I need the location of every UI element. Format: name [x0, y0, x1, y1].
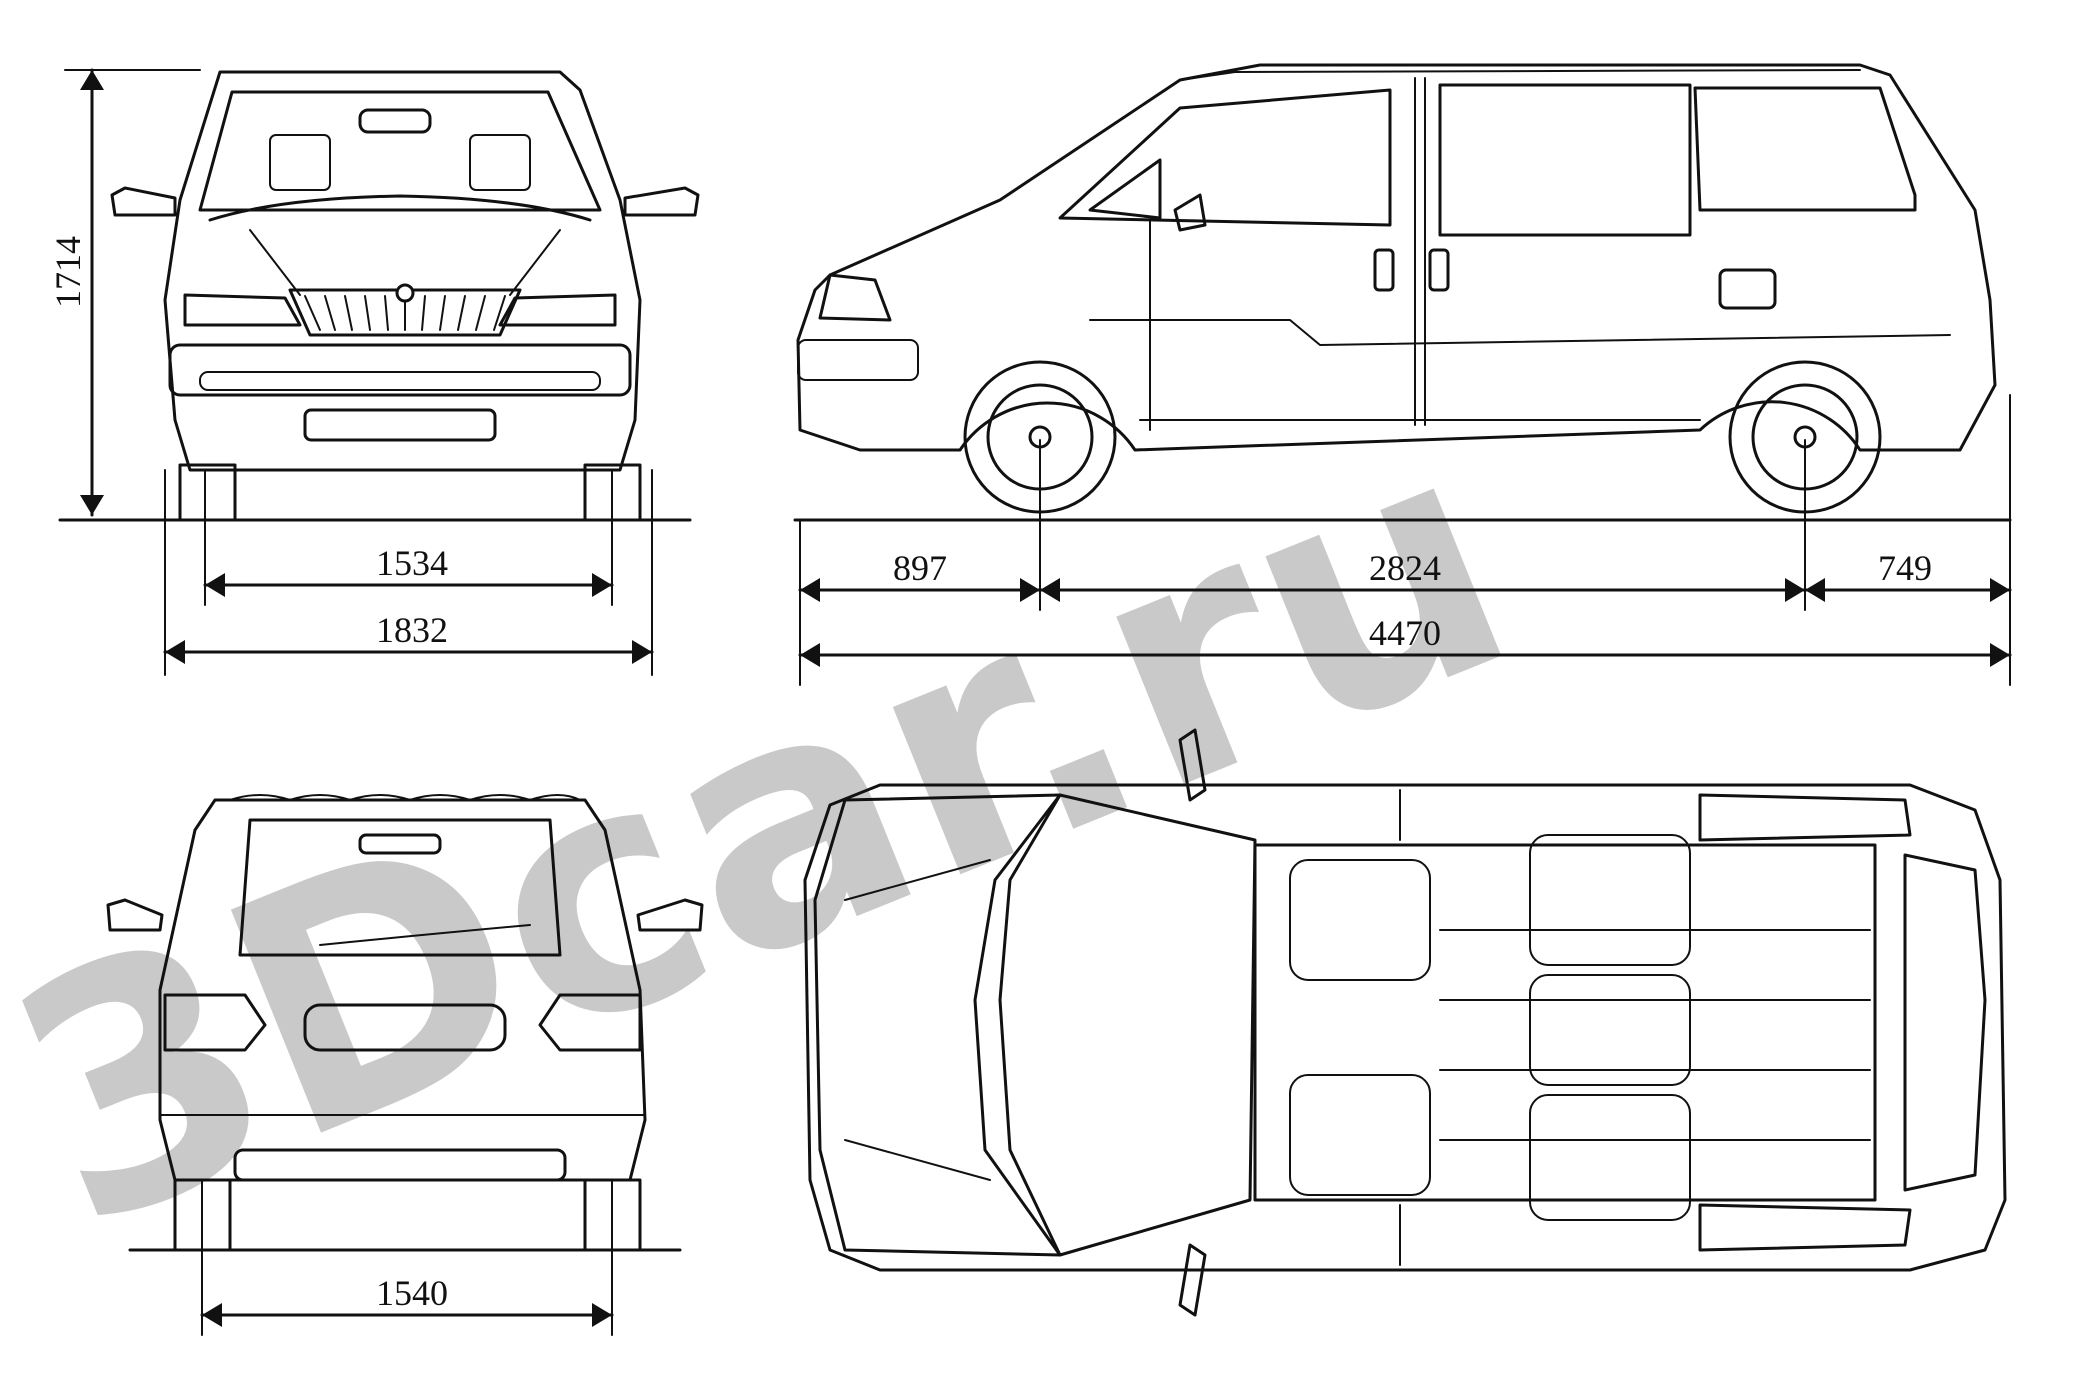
length-arrow-left — [800, 643, 820, 667]
wheelbase-arrow-right — [1785, 578, 1805, 602]
hood-crease-right — [509, 229, 561, 296]
overall-width-label: 1832 — [376, 610, 448, 650]
width-arrow-left — [165, 640, 185, 664]
front-tyre-left — [178, 463, 237, 522]
front-track-arrow-right — [592, 573, 612, 597]
bumper-strip — [199, 371, 601, 391]
rear-wiper-mount — [358, 833, 442, 855]
front-bumper — [168, 343, 632, 397]
side-view: 897 2824 749 4470 — [793, 63, 2012, 686]
rear-plate-recess — [303, 1003, 507, 1052]
rear-track-arrow-left — [202, 1303, 222, 1327]
tail-light-right — [538, 993, 642, 1052]
height-arrow-bottom — [80, 495, 104, 515]
rear-side-mirror-right — [636, 898, 704, 932]
rear-track-label: 1540 — [376, 1273, 448, 1313]
hood-crease-bottom — [844, 1139, 991, 1181]
sunroof-rear-bottom — [1698, 1203, 1912, 1252]
overhang-rear-arrow-right — [1990, 578, 2010, 602]
front-body-outline — [163, 70, 642, 472]
rear-wiper — [319, 924, 531, 946]
rear-side-window — [1693, 86, 1917, 212]
sliding-door-handle — [1428, 248, 1450, 292]
rear-view: 1540 — [106, 794, 704, 1336]
front-windshield — [198, 90, 602, 212]
hood-crease-top — [844, 859, 991, 901]
front-seat-right — [469, 134, 531, 191]
roof-line — [1179, 69, 1861, 81]
roof-rails — [229, 794, 581, 801]
top-mirror-right — [1178, 1243, 1207, 1317]
top-view — [803, 728, 2007, 1317]
seat-middle-left — [1529, 834, 1691, 966]
front-track-label: 1534 — [376, 543, 448, 583]
overall-length-label: 4470 — [1369, 613, 1441, 653]
watermark-text: 3Dcar.ru — [0, 362, 1556, 1303]
side-headlight — [818, 273, 892, 322]
quarter-window — [1088, 158, 1162, 220]
front-seat-left — [269, 134, 331, 191]
overhang-rear-arrow-left — [1805, 578, 1825, 602]
fuel-cap — [1718, 268, 1777, 310]
overhang-front-arrow-left — [800, 578, 820, 602]
top-mirror-left — [1178, 728, 1207, 802]
front-side-window — [1058, 88, 1392, 227]
seat-front-left — [1289, 859, 1431, 981]
side-front-bumper — [797, 339, 919, 381]
length-arrow-right — [1990, 643, 2010, 667]
grille-slats — [304, 295, 506, 331]
top-hood — [813, 793, 1062, 1257]
roof-panel — [1253, 843, 1877, 1202]
seat-middle-center — [1529, 974, 1691, 1086]
rear-bumper-step — [233, 1148, 567, 1182]
side-mirror-left — [110, 186, 177, 217]
headlight-left — [183, 293, 302, 327]
license-plate-area — [303, 408, 497, 442]
rearview-mirror — [358, 108, 432, 134]
height-dimension-label: 1714 — [48, 236, 88, 308]
front-door-handle — [1373, 248, 1395, 292]
tail-light-left — [163, 993, 267, 1052]
top-rear-window — [1903, 853, 1987, 1192]
rear-side-mirror-left — [106, 898, 164, 932]
width-arrow-right — [632, 640, 652, 664]
top-body-outline — [803, 783, 2007, 1272]
rear-track-arrow-right — [592, 1303, 612, 1327]
overhang-front-arrow-right — [1020, 578, 1040, 602]
wheelbase-arrow-left — [1040, 578, 1060, 602]
hood-line — [208, 194, 592, 222]
height-arrow-top — [80, 70, 104, 90]
side-mirror-right — [623, 186, 700, 217]
rear-window — [238, 818, 562, 957]
front-track-arrow-left — [205, 573, 225, 597]
seat-front-right — [1289, 1074, 1431, 1196]
seat-middle-right — [1529, 1094, 1691, 1221]
front-view: 1714 1534 1832 — [48, 68, 700, 676]
hood-crease-left — [249, 229, 301, 296]
front-grille — [288, 288, 522, 337]
front-overhang-label: 897 — [893, 548, 947, 588]
front-badge-icon — [395, 283, 415, 303]
watermark: 3Dcar.ru — [0, 362, 1556, 1303]
headlight-right — [498, 293, 617, 327]
side-moulding — [1089, 319, 1951, 346]
side-mirror — [1173, 193, 1207, 232]
rear-overhang-label: 749 — [1878, 548, 1932, 588]
wheelbase-label: 2824 — [1369, 548, 1441, 588]
sunroof-rear-top — [1698, 793, 1912, 842]
middle-side-window — [1438, 83, 1692, 237]
